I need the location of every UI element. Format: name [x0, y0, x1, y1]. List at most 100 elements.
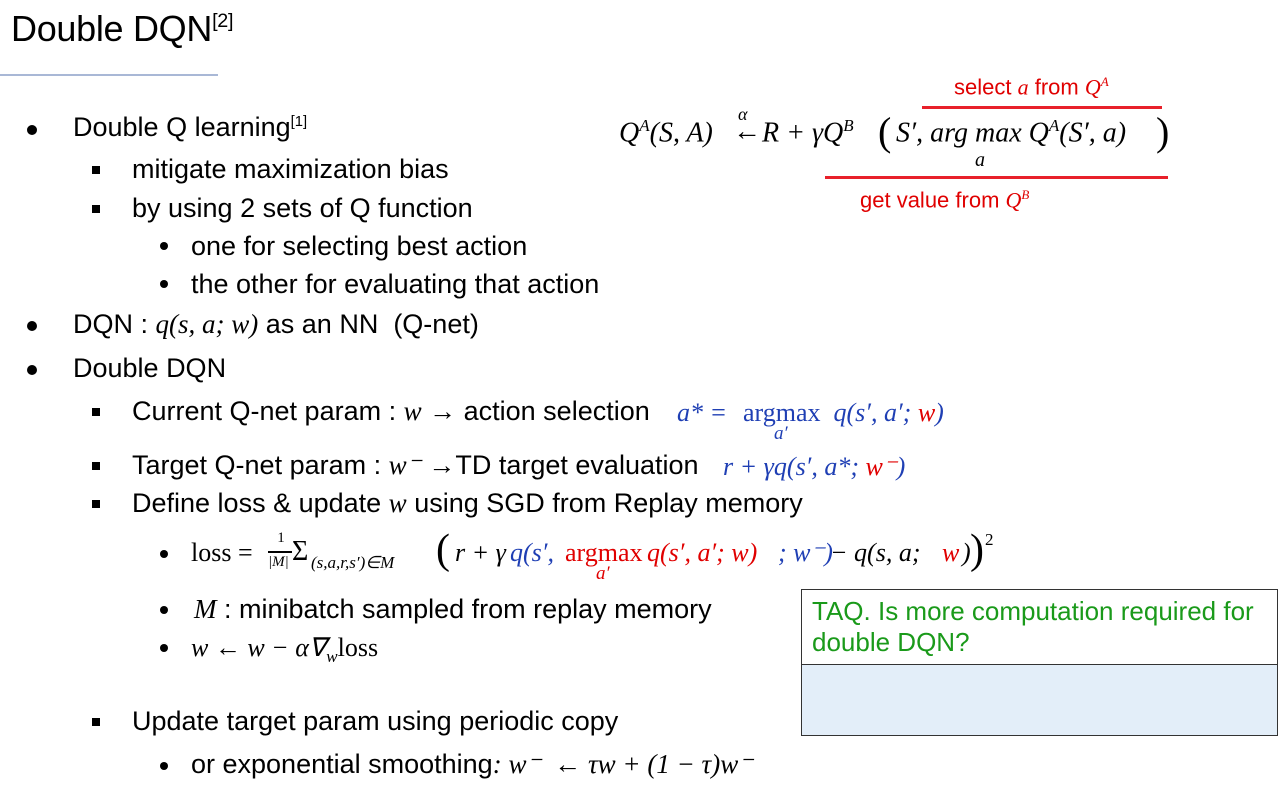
formula-args-sup: A: [1048, 116, 1060, 135]
value-q: Q: [1005, 187, 1022, 213]
formula-args-end: (S′, a): [1059, 117, 1127, 149]
title-ref: [2]: [212, 10, 234, 32]
bullet-smoothing: or exponential smoothing: w⁻ ← τw + (1 −…: [191, 749, 752, 780]
loss-semi: ; w⁻): [778, 538, 833, 567]
bullet-minibatch: M : minibatch sampled from replay memory: [194, 594, 712, 625]
astar-body: q(s′, a′; w): [827, 398, 944, 428]
bullet-dot-small: [160, 242, 168, 250]
value-label: get value from: [860, 187, 1006, 213]
bullet-square: [92, 500, 100, 508]
loss-argmax: argmax: [565, 538, 643, 567]
current-w: w: [403, 396, 422, 426]
target-suffix: →TD target evaluation: [420, 450, 699, 480]
value-q-sup: B: [1021, 187, 1030, 202]
double-q-ref: [1]: [290, 114, 308, 130]
select-from: from: [1028, 74, 1085, 100]
taq-question: TAQ. Is more computation required for do…: [812, 596, 1254, 657]
select-label: select: [954, 74, 1018, 100]
loss-inner: q(s′, a′; w): [647, 538, 758, 567]
bullet-double-dqn: Double DQN: [73, 353, 227, 383]
formula-arrow: ←: [733, 116, 761, 147]
loss-close-paren: ): [970, 527, 984, 573]
bullet-dot-small: [160, 644, 168, 652]
bullet-periodic: Update target param using periodic copy: [132, 706, 619, 736]
smoothing-math: : w⁻ ← τw + (1 − τ)w⁻: [492, 749, 753, 779]
loss-q-open: q(s′,: [510, 538, 554, 567]
astar-argmax: argmax: [743, 398, 821, 427]
astar-body-main: q(s′, a′;: [827, 398, 918, 427]
bullet-dot: [27, 321, 37, 331]
dqn-suffix: as an NN (Q-net): [258, 309, 479, 339]
bullet-square: [92, 408, 100, 416]
formula-alpha: α: [738, 104, 748, 124]
loss-frac-num: 1: [277, 530, 285, 546]
loss-power: 2: [985, 530, 994, 549]
formula-args: S′, arg max QA(S′, a): [896, 116, 1126, 149]
bullet-dot-small: [160, 762, 168, 770]
select-overline: [922, 106, 1162, 109]
update-rule-main: w ← w − α∇: [191, 633, 327, 662]
select-q-sup: A: [1100, 74, 1109, 89]
bullet-dot: [27, 365, 37, 375]
dqn-prefix: DQN :: [73, 309, 156, 339]
bullet-two-sets: by using 2 sets of Q function: [132, 193, 473, 223]
define-w: w: [388, 488, 407, 518]
loss-end: ): [962, 538, 971, 567]
target-body: r + γq(s′, a*;: [723, 452, 866, 481]
formula-args-main: S′, arg max Q: [896, 117, 1049, 149]
title-text: Double DQN: [11, 8, 213, 49]
astar-end: ): [935, 398, 944, 427]
bullet-dot-small: [160, 280, 168, 288]
define-prefix: Define loss & update: [132, 488, 389, 518]
astar-w: w: [917, 398, 936, 427]
taq-answer-field[interactable]: [802, 664, 1277, 735]
bullet-dot-small: [160, 550, 168, 558]
update-rule-sub: w: [326, 647, 338, 667]
loss-argmax-sub: a′: [596, 563, 610, 584]
formula-lhs-args: (S, A): [649, 117, 713, 149]
bullet-evaluating: the other for evaluating that action: [191, 269, 600, 299]
current-prefix: Current Q-net param :: [132, 396, 404, 426]
bullet-selecting: one for selecting best action: [191, 231, 528, 261]
bullet-dqn: DQN : q(s, a; w) as an NN (Q-net): [73, 309, 479, 340]
double-q-label: Double Q learning: [73, 112, 291, 142]
value-annotation: get value from QB: [860, 187, 1029, 213]
formula-lhs: QA(S, A): [619, 116, 713, 149]
astar-sub: a′: [774, 423, 788, 444]
bullet-square: [92, 166, 100, 174]
loss-w: w: [942, 538, 960, 567]
bullet-target-param: Target Q-net param : w⁻ →TD target evalu…: [132, 450, 699, 481]
formula-rhs-main: R + γQ: [762, 117, 844, 149]
dqn-math: q(s, a; w): [155, 309, 259, 339]
bullet-square: [92, 718, 100, 726]
loss-label: loss =: [191, 538, 253, 567]
loss-frac-bar: [268, 551, 292, 553]
update-rule: w ← w − α∇wloss: [191, 633, 378, 667]
bullet-double-q-learning: Double Q learning[1]: [73, 112, 307, 143]
current-suffix: → action selection: [421, 396, 650, 426]
formula-rhs-sup: B: [843, 116, 854, 135]
formula-rhs: R + γQB: [762, 116, 854, 149]
define-suffix: using SGD from Replay memory: [406, 488, 803, 518]
loss-sum-sub: (s,a,r,s′)∈M: [311, 553, 395, 572]
minibatch-m: M: [194, 594, 217, 624]
astar-lhs: a* =: [677, 398, 728, 427]
title-underline: [0, 74, 218, 76]
target-w-minus: w⁻: [865, 452, 897, 481]
select-a: a: [1017, 74, 1029, 100]
loss-r-gamma: r + γ: [455, 538, 506, 567]
select-annotation: select a from QA: [954, 74, 1109, 100]
target-formula: r + γq(s′, a*; w⁻): [723, 452, 905, 482]
minibatch-text: : minibatch sampled from replay memory: [216, 594, 712, 624]
formula-argmax-sub: a: [975, 149, 985, 171]
target-prefix: Target Q-net param :: [132, 450, 389, 480]
taq-box: TAQ. Is more computation required for do…: [801, 589, 1278, 736]
formula-close-paren: ): [1156, 109, 1170, 154]
formula-lhs-q: Q: [619, 117, 640, 149]
target-w: w⁻: [388, 450, 421, 480]
bullet-mitigate: mitigate maximization bias: [132, 154, 449, 184]
loss-frac-den: |M|: [268, 554, 289, 570]
bullet-square: [92, 462, 100, 470]
bullet-dot-small: [160, 606, 168, 614]
loss-open-paren: (: [436, 527, 450, 573]
